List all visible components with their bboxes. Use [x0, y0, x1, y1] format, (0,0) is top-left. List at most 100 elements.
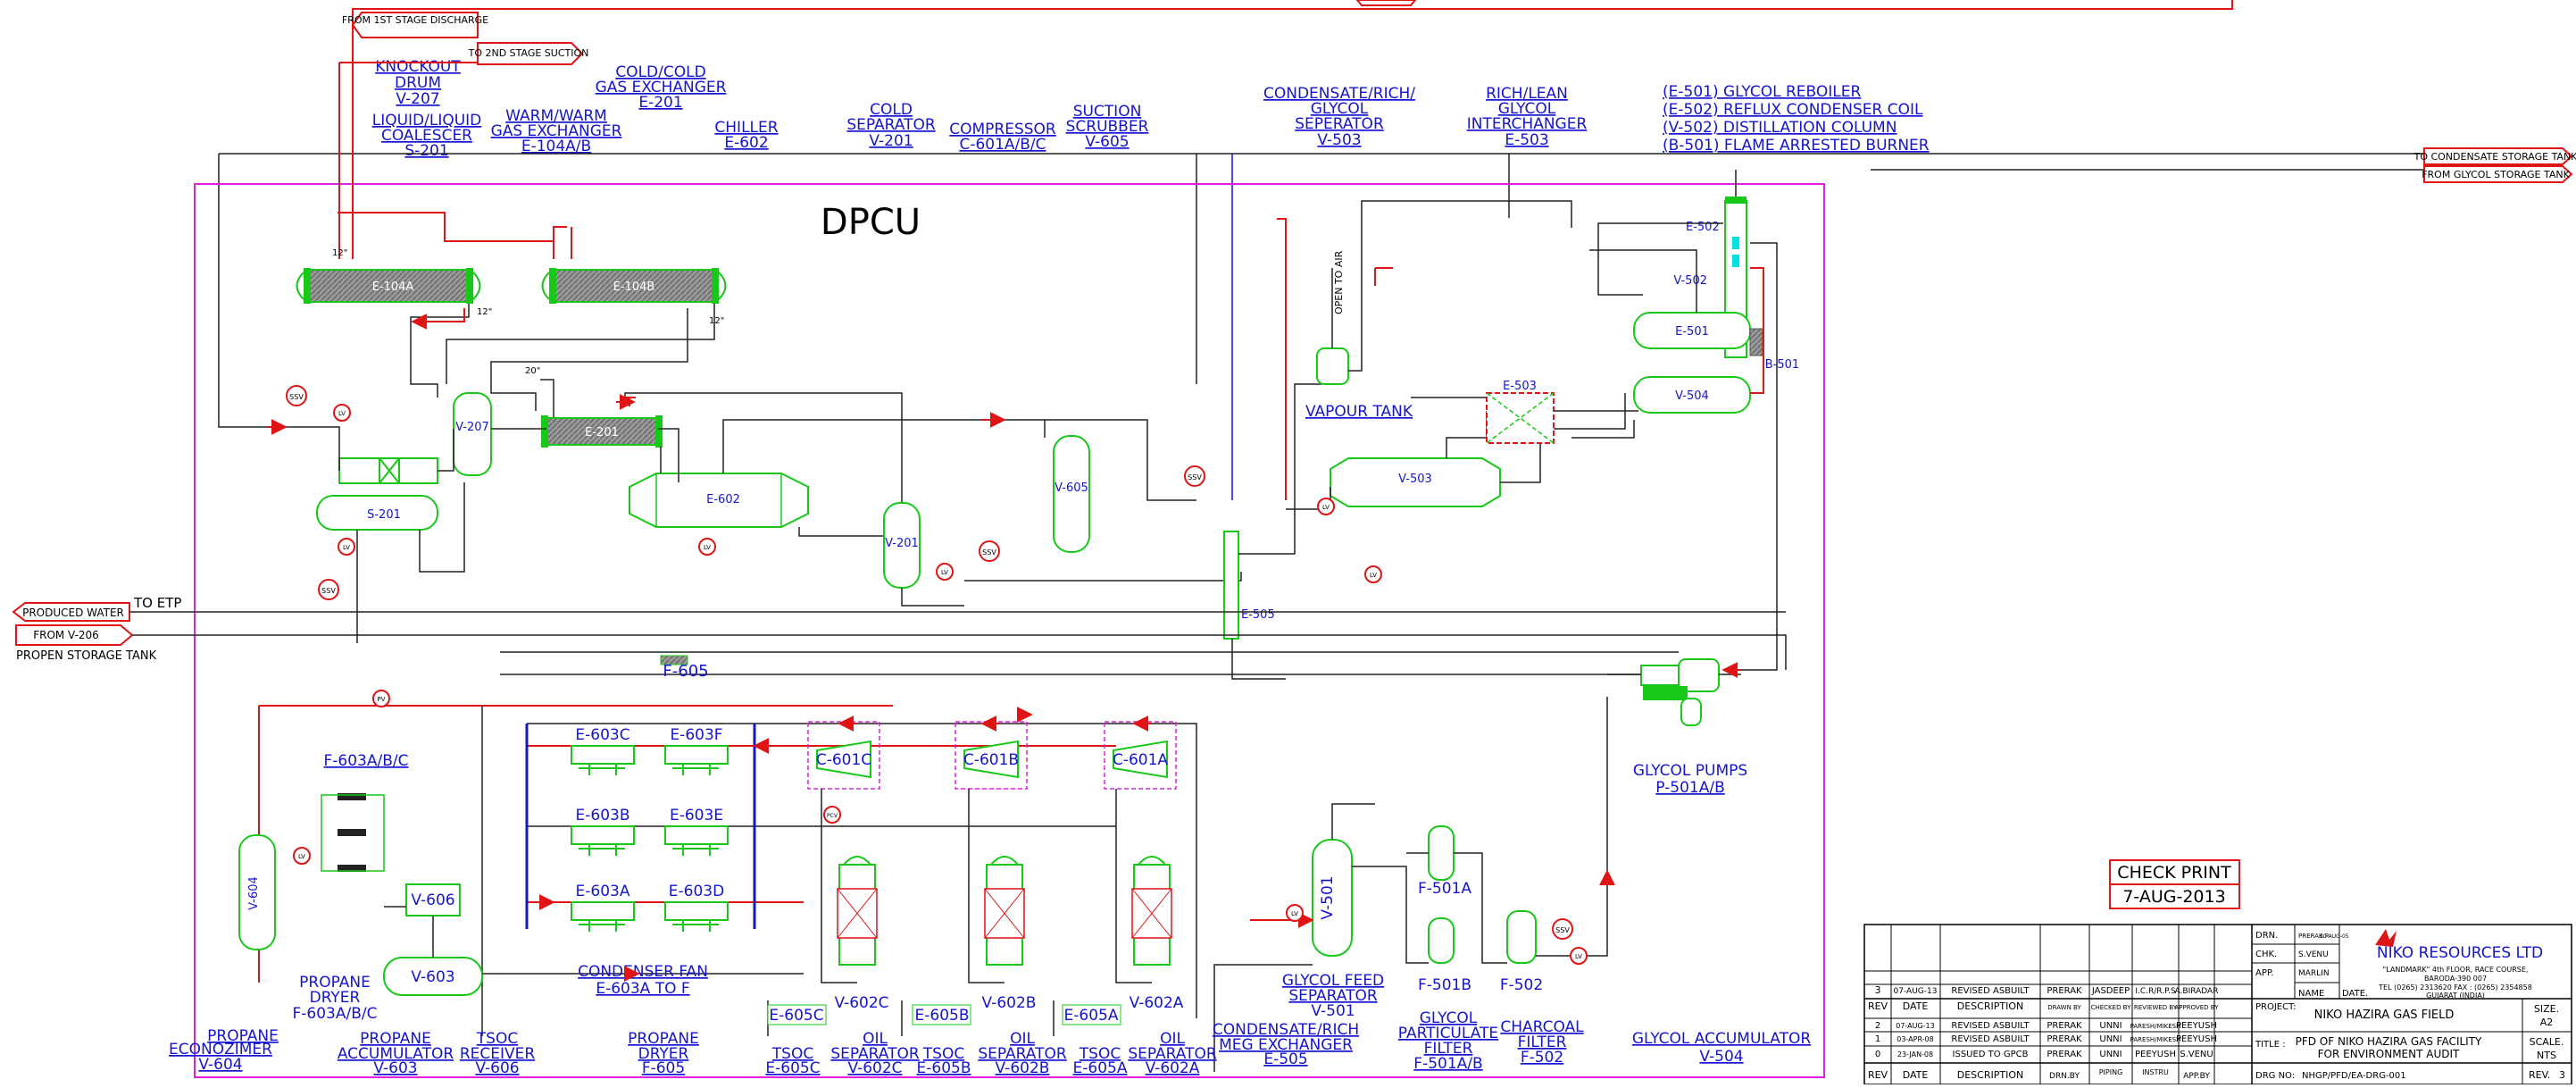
- svg-text:V-501: V-501: [1311, 1002, 1355, 1020]
- separator-v501[interactable]: V-501: [1312, 839, 1353, 957]
- compressor-c601b[interactable]: C-601B: [955, 721, 1028, 790]
- filter-f501b[interactable]: F-501B: [1418, 917, 1471, 994]
- svg-text:REVIEWED BY: REVIEWED BY: [2134, 1004, 2178, 1011]
- svg-text:VAPOUR TANK: VAPOUR TANK: [1305, 403, 1413, 421]
- instrument-lv-4[interactable]: LV: [936, 563, 954, 581]
- svg-text:CHARCOAL: CHARCOAL: [1500, 1018, 1584, 1036]
- svg-text:PEEYUSH: PEEYUSH: [2176, 1034, 2217, 1044]
- instrument-pv-1[interactable]: PV: [372, 690, 390, 707]
- svg-text:PROPANE: PROPANE: [207, 1027, 279, 1045]
- svg-text:E-104A: E-104A: [372, 280, 414, 294]
- instrument-ssv-5[interactable]: SSV: [1552, 918, 1573, 940]
- svg-text:E-501: E-501: [1675, 325, 1709, 339]
- svg-text:E-605A: E-605A: [1064, 1007, 1119, 1025]
- fan-e603d[interactable]: E-603D: [664, 883, 729, 932]
- burner-b501[interactable]: B-501: [1749, 328, 1799, 372]
- svg-text:RICH/LEAN: RICH/LEAN: [1486, 85, 1568, 103]
- svg-text:SCRUBBER: SCRUBBER: [1066, 118, 1149, 136]
- accumulator-v504[interactable]: V-504: [1633, 376, 1751, 414]
- separator-v602c[interactable]: V-602C: [834, 856, 889, 1012]
- instrument-lv-7[interactable]: LV: [293, 847, 311, 865]
- exchanger-e104a[interactable]: E-104A: [296, 268, 481, 304]
- filter-f502[interactable]: F-502: [1500, 910, 1543, 994]
- svg-text:V-602B: V-602B: [982, 994, 1037, 1012]
- vessel-v606[interactable]: V-606: [405, 883, 461, 916]
- svg-text:TEL (0265) 2313620 FAX : (0265: TEL (0265) 2313620 FAX : (0265) 2354858: [2378, 983, 2532, 992]
- vessel-v604[interactable]: V-604: [238, 834, 276, 950]
- exchanger-e104b[interactable]: E-104B: [541, 268, 727, 304]
- vapour-tank[interactable]: OPEN TO AIR VAPOUR TANK: [1305, 250, 1413, 421]
- svg-text:SEPARATOR: SEPARATOR: [1288, 987, 1378, 1005]
- exchanger-e201[interactable]: E-201: [541, 415, 663, 448]
- svg-text:PROPANE: PROPANE: [299, 974, 371, 992]
- svg-text:V-503: V-503: [1398, 473, 1432, 486]
- vessel-v503[interactable]: V-503: [1330, 457, 1501, 507]
- glycol-pumps[interactable]: GLYCOL PUMPS P-501A/B: [1633, 658, 1747, 797]
- exchanger-e503[interactable]: E-503: [1486, 380, 1555, 444]
- instrument-ssv-1[interactable]: SSV: [286, 385, 307, 406]
- svg-text:COLD/COLD: COLD/COLD: [615, 63, 705, 81]
- dryer-f603[interactable]: [321, 793, 385, 872]
- svg-text:LIQUID/LIQUID: LIQUID/LIQUID: [372, 112, 482, 130]
- svg-text:PFD OF NIKO HAZIRA GAS FACILIT: PFD OF NIKO HAZIRA GAS FACILITY: [2296, 1035, 2482, 1048]
- svg-text:1: 1: [1875, 1034, 1880, 1044]
- instrument-lv-9[interactable]: LV: [1570, 947, 1588, 965]
- svg-text:SIZE.: SIZE.: [2534, 1003, 2559, 1015]
- svg-text:E-603F: E-603F: [670, 726, 722, 744]
- svg-text:S.VENU: S.VENU: [2180, 1050, 2213, 1059]
- instrument-ssv-4[interactable]: SSV: [1184, 465, 1205, 487]
- flag-to-2nd-stage: TO 2ND STAGE SUCTION: [468, 42, 588, 65]
- label-condenser-fan-2: E-603A TO F: [596, 980, 689, 998]
- svg-text:(B-501) FLAME ARRESTED BURNER: (B-501) FLAME ARRESTED BURNER: [1663, 137, 1930, 155]
- separator-v602b[interactable]: V-602B: [982, 856, 1037, 1012]
- fan-e603b[interactable]: E-603B: [571, 807, 635, 856]
- instrument-lv-5[interactable]: LV: [1317, 498, 1335, 515]
- svg-text:CHECKED BY: CHECKED BY: [2091, 1004, 2132, 1011]
- svg-text:SSV: SSV: [1555, 926, 1570, 934]
- svg-text:GAS EXCHANGER: GAS EXCHANGER: [596, 79, 727, 96]
- fan-e603e[interactable]: E-603E: [664, 807, 729, 856]
- svg-text:INTERCHANGER: INTERCHANGER: [1467, 115, 1588, 133]
- instrument-lv-3[interactable]: LV: [698, 538, 716, 556]
- niko-logo: NIKO RESOURCES LTD: [2375, 929, 2543, 962]
- glycol-feed-label: GLYCOL FEED SEPARATOR V-501: [1282, 972, 1384, 1020]
- svg-text:12": 12": [477, 307, 492, 317]
- instrument-lv-1[interactable]: LV: [333, 404, 351, 422]
- compressor-c601a[interactable]: C-601A: [1104, 721, 1177, 790]
- vessel-v605[interactable]: V-605: [1053, 435, 1090, 553]
- vessel-v207[interactable]: V-207: [453, 392, 492, 476]
- instrument-ssv-3[interactable]: SSV: [979, 540, 1000, 562]
- fan-e603c[interactable]: E-603C: [571, 726, 635, 775]
- svg-text:PRERAK: PRERAK: [2047, 986, 2082, 996]
- svg-text:3: 3: [1875, 984, 1881, 996]
- svg-text:PROJECT:: PROJECT:: [2255, 1002, 2296, 1012]
- fan-e603a[interactable]: E-603A: [571, 883, 635, 932]
- exchanger-e505[interactable]: E-505: [1223, 531, 1275, 640]
- svg-text:SSV: SSV: [289, 393, 304, 401]
- bottom-row-labels: PROPANE ECONOZIMER V-604 PROPANE ACCUMUL…: [169, 1021, 1359, 1077]
- compressor-c601c[interactable]: C-601C: [807, 721, 880, 790]
- separator-s201[interactable]: S-201: [316, 457, 438, 531]
- svg-text:C-601A/B/C: C-601A/B/C: [959, 136, 1046, 154]
- vessel-v201[interactable]: V-201: [883, 502, 921, 589]
- svg-text:BARODA-390 007: BARODA-390 007: [2424, 975, 2487, 983]
- charcoal-label: CHARCOAL FILTER F-502: [1500, 1018, 1584, 1067]
- instrument-lv-8[interactable]: LV: [1286, 904, 1304, 922]
- dryer-f605[interactable]: F-605: [660, 655, 709, 681]
- instrument-pcv-1[interactable]: PCV: [823, 806, 841, 824]
- instrument-lv-2[interactable]: LV: [338, 538, 355, 556]
- svg-text:E-503: E-503: [1505, 131, 1548, 149]
- chiller-e602[interactable]: E-602: [629, 473, 809, 528]
- svg-text:E-605C: E-605C: [769, 1007, 823, 1025]
- svg-text:LV: LV: [1370, 572, 1377, 579]
- instrument-lv-6[interactable]: LV: [1364, 565, 1382, 583]
- filter-f501a[interactable]: F-501A: [1418, 825, 1471, 898]
- svg-text:(E-501) GLYCOL REBOILER: (E-501) GLYCOL REBOILER: [1663, 83, 1861, 101]
- instrument-ssv-2[interactable]: SSV: [318, 579, 339, 600]
- vessel-v603[interactable]: V-603: [383, 957, 483, 996]
- reboiler-e501[interactable]: E-501: [1633, 312, 1751, 349]
- fan-e603f[interactable]: E-603F: [664, 726, 729, 775]
- svg-text:FILTER: FILTER: [1518, 1034, 1567, 1051]
- separator-v602a[interactable]: V-602A: [1130, 856, 1184, 1012]
- svg-text:SSV: SSV: [982, 548, 996, 557]
